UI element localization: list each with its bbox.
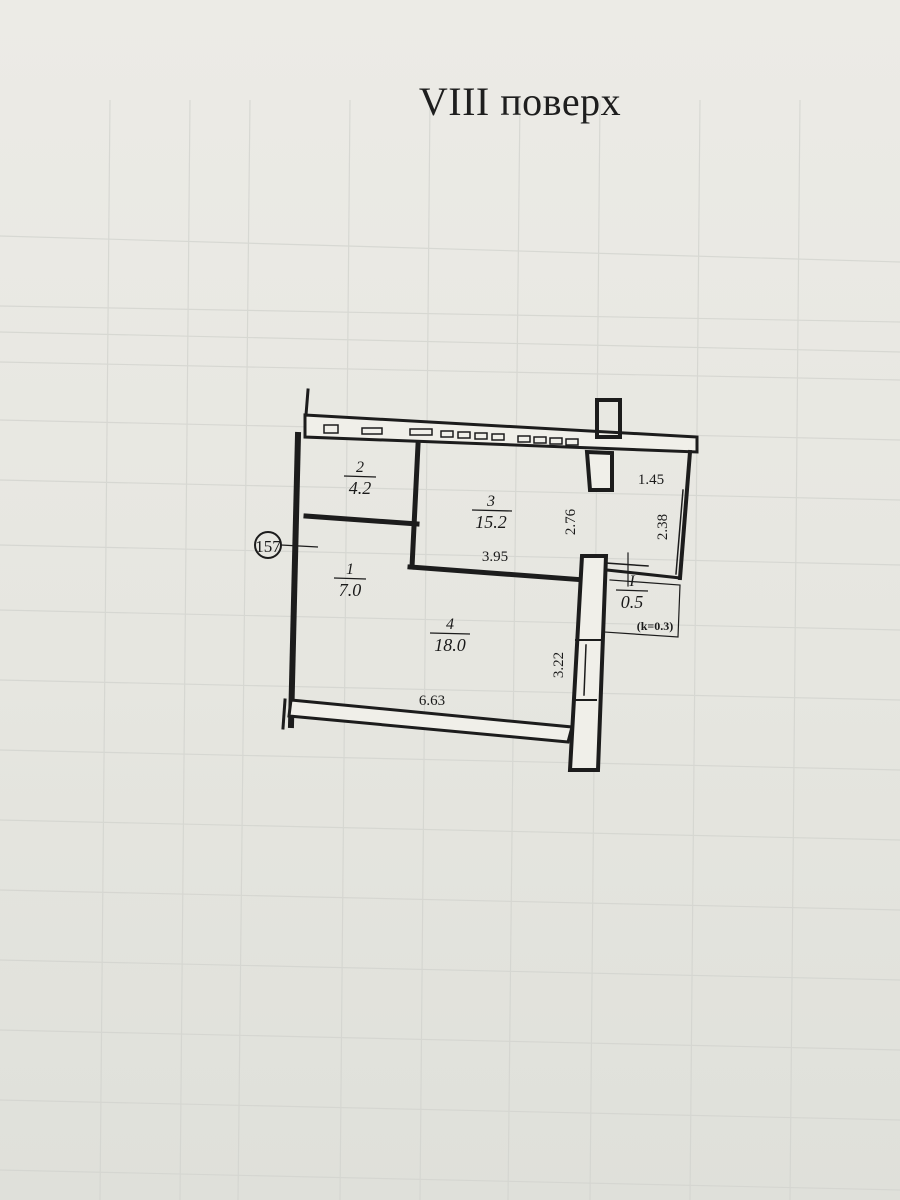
room-number: 3 <box>486 493 495 510</box>
room-4-label: 4 18.0 <box>429 616 471 655</box>
room-2-label: 2 4.2 <box>343 459 377 498</box>
left-outer-wall <box>287 431 302 729</box>
room-number: 1 <box>346 561 354 578</box>
dimension-height-room3: 2.76 <box>563 508 579 535</box>
column-top <box>595 398 622 439</box>
bottom-wall <box>287 698 574 744</box>
balcony-right-wall <box>677 449 693 581</box>
room-area: 7.0 <box>339 580 362 600</box>
room-area: 15.2 <box>475 512 507 532</box>
room-number: 2 <box>356 459 364 476</box>
dimension-width-bottom: 6.63 <box>419 693 445 709</box>
apartment-number: 157 <box>255 537 281 556</box>
balcony-bottom-wall <box>605 568 682 580</box>
room-number: I <box>628 573 635 590</box>
callout-box <box>603 579 681 638</box>
room-1-label: 1 7.0 <box>333 561 367 600</box>
partition-room2 <box>303 513 420 527</box>
partition-room3-left <box>409 442 421 570</box>
balcony-label: I 0.5 (k=0.3) <box>615 573 674 633</box>
window-marks <box>323 424 579 446</box>
column-notch <box>584 449 614 492</box>
floor-heading: VIII поверх <box>418 79 622 124</box>
coefficient-note: (k=0.3) <box>637 619 674 633</box>
room-area: 18.0 <box>434 635 466 655</box>
room-area: 4.2 <box>349 478 372 498</box>
right-wall <box>567 554 609 772</box>
partition-room3-bottom <box>407 564 588 583</box>
dimension-balcony-height: 2.38 <box>655 514 671 540</box>
dimension-width-mid: 3.95 <box>482 549 508 565</box>
dimension-balcony-width: 1.45 <box>638 472 664 488</box>
room-3-label: 3 15.2 <box>471 493 513 532</box>
room-area: 0.5 <box>621 592 644 612</box>
plan-walls <box>281 388 699 772</box>
dimension-height-room4: 3.22 <box>551 652 567 678</box>
room-number: 4 <box>446 616 454 633</box>
